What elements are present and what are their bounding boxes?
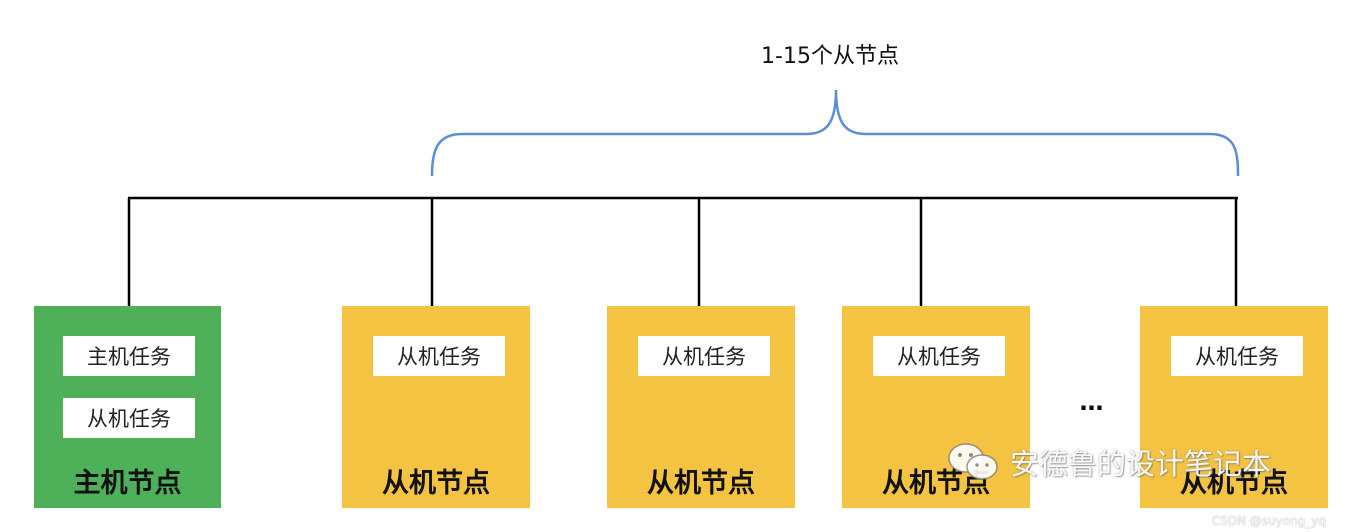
curly-brace — [430, 89, 1240, 177]
watermark: 安德鲁的设计笔记本 — [946, 440, 1271, 484]
slave-node: 从机任务 从机节点 — [842, 306, 1030, 508]
more-nodes-ellipsis: … — [1079, 388, 1105, 416]
master-task-box: 主机任务 — [63, 336, 195, 376]
slave-task-box: 从机任务 — [1171, 336, 1303, 376]
slave-count-label: 1-15个从节点 — [761, 44, 899, 69]
slave-node-title: 从机节点 — [647, 468, 755, 499]
master-node-title: 主机节点 — [73, 468, 182, 499]
slave-node: 从机任务 从机节点 — [607, 306, 795, 508]
slave-task-box: 从机任务 — [873, 336, 1005, 376]
slave-node: 从机任务 从机节点 — [342, 306, 530, 508]
wechat-icon — [948, 443, 998, 480]
master-node: 主机任务 从机任务 主机节点 — [34, 306, 221, 508]
slave-task-box: 从机任务 — [373, 336, 505, 376]
slave-node-title: 从机节点 — [1180, 468, 1288, 499]
slave-node-title: 从机节点 — [382, 468, 490, 499]
slave-task-box: 从机任务 — [638, 336, 770, 376]
slave-task-box: 从机任务 — [63, 398, 195, 438]
csdn-credit: CSDN @suyong_yq — [1211, 514, 1326, 528]
watermark-text: 安德鲁的设计笔记本 — [1010, 447, 1272, 481]
slave-node: 从机任务 从机节点 — [1140, 306, 1328, 508]
